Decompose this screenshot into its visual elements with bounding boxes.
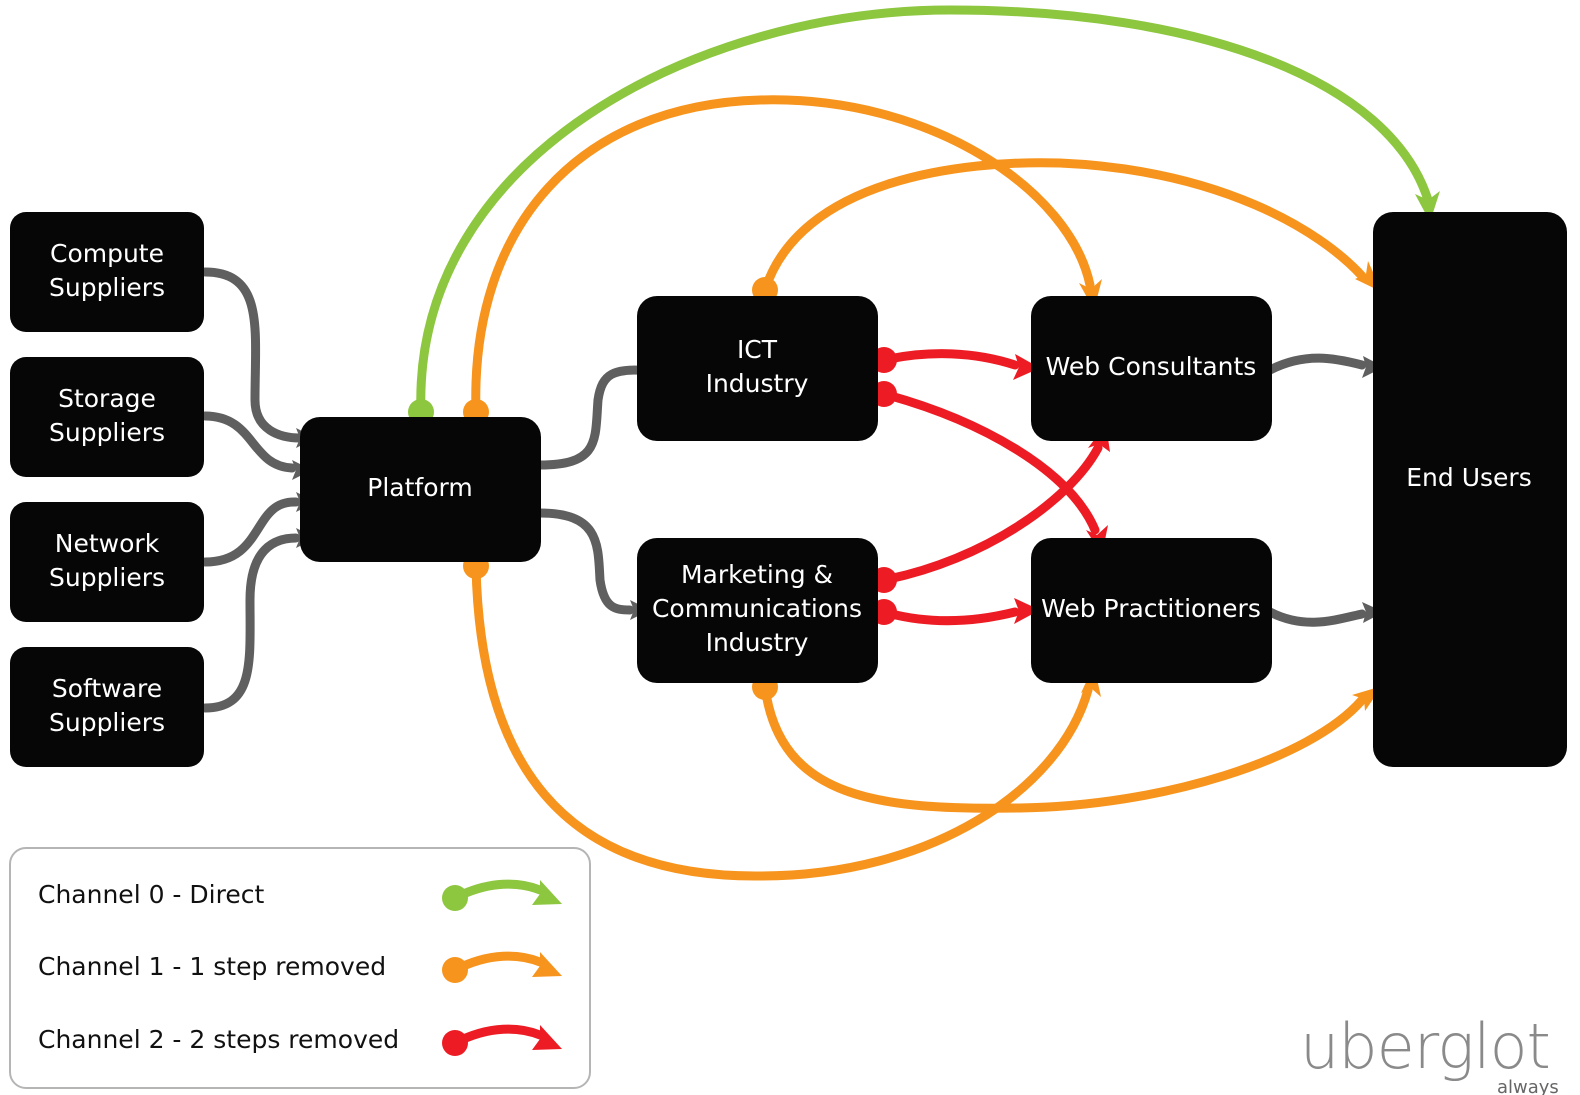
- legend-swatch-green-arrow: [442, 879, 562, 911]
- node-label-line: Industry: [706, 369, 809, 398]
- edge-consultants-to-endusers: [1265, 353, 1384, 378]
- node-label-line: Software: [52, 674, 162, 703]
- edge-software-to-platform: [200, 528, 316, 713]
- svg-text:Platform: Platform: [367, 473, 472, 502]
- edge-practitioners-to-endusers: [1265, 602, 1384, 627]
- svg-text:Channel 1 - 1 step removed: Channel 1 - 1 step removed: [38, 952, 386, 981]
- node-label-line: Storage: [58, 384, 156, 413]
- node-label-line: Communications: [652, 594, 862, 623]
- legend-item-channel-1: Channel 1 - 1 step removed: [38, 951, 562, 983]
- legend-swatch-red-arrow: [442, 1024, 562, 1056]
- node-platform: Platform: [300, 417, 541, 562]
- node-ict-industry: ICT Industry: [637, 296, 878, 441]
- edge-marketing-to-webpractitioners: [871, 598, 1040, 626]
- node-label-line: End Users: [1406, 463, 1531, 492]
- svg-text:Channel 0 - Direct: Channel 0 - Direct: [38, 880, 264, 909]
- uberglot-logo: uberglot always: [1300, 1010, 1559, 1095]
- node-label-line: Compute: [50, 239, 164, 268]
- legend-swatch-orange-arrow: [442, 951, 562, 983]
- svg-text:uberglot: uberglot: [1300, 1010, 1550, 1083]
- legend-item-channel-0: Channel 0 - Direct: [38, 879, 562, 911]
- svg-text:End Users: End Users: [1406, 463, 1531, 492]
- node-label-line: Web Consultants: [1046, 352, 1257, 381]
- edge-ict-to-webconsultants: [871, 347, 1040, 380]
- svg-text:Web Practitioners: Web Practitioners: [1041, 594, 1261, 623]
- node-label-line: Platform: [367, 473, 472, 502]
- edge-platform-to-marketing: [535, 508, 650, 620]
- node-label-line: Suppliers: [49, 563, 165, 592]
- legend-item-channel-2: Channel 2 - 2 steps removed: [38, 1024, 562, 1056]
- node-label-line: Suppliers: [49, 708, 165, 737]
- node-end-users: End Users: [1373, 212, 1567, 767]
- svg-text:Channel 2 - 2 steps removed: Channel 2 - 2 steps removed: [38, 1025, 399, 1054]
- node-label-line: Suppliers: [49, 273, 165, 302]
- node-web-consultants: Web Consultants: [1031, 296, 1272, 441]
- svg-text:always: always: [1497, 1077, 1559, 1095]
- node-label-line: ICT: [737, 335, 778, 364]
- svg-text:Web Consultants: Web Consultants: [1046, 352, 1257, 381]
- node-label-line: Web Practitioners: [1041, 594, 1261, 623]
- node-label-line: Marketing &: [681, 560, 833, 589]
- node-label-line: Network: [55, 529, 160, 558]
- legend: Channel 0 - Direct Channel 1 - 1 step re…: [9, 847, 591, 1089]
- node-label-line: Industry: [706, 628, 809, 657]
- node-label-line: Suppliers: [49, 418, 165, 447]
- node-web-practitioners: Web Practitioners: [1031, 538, 1272, 683]
